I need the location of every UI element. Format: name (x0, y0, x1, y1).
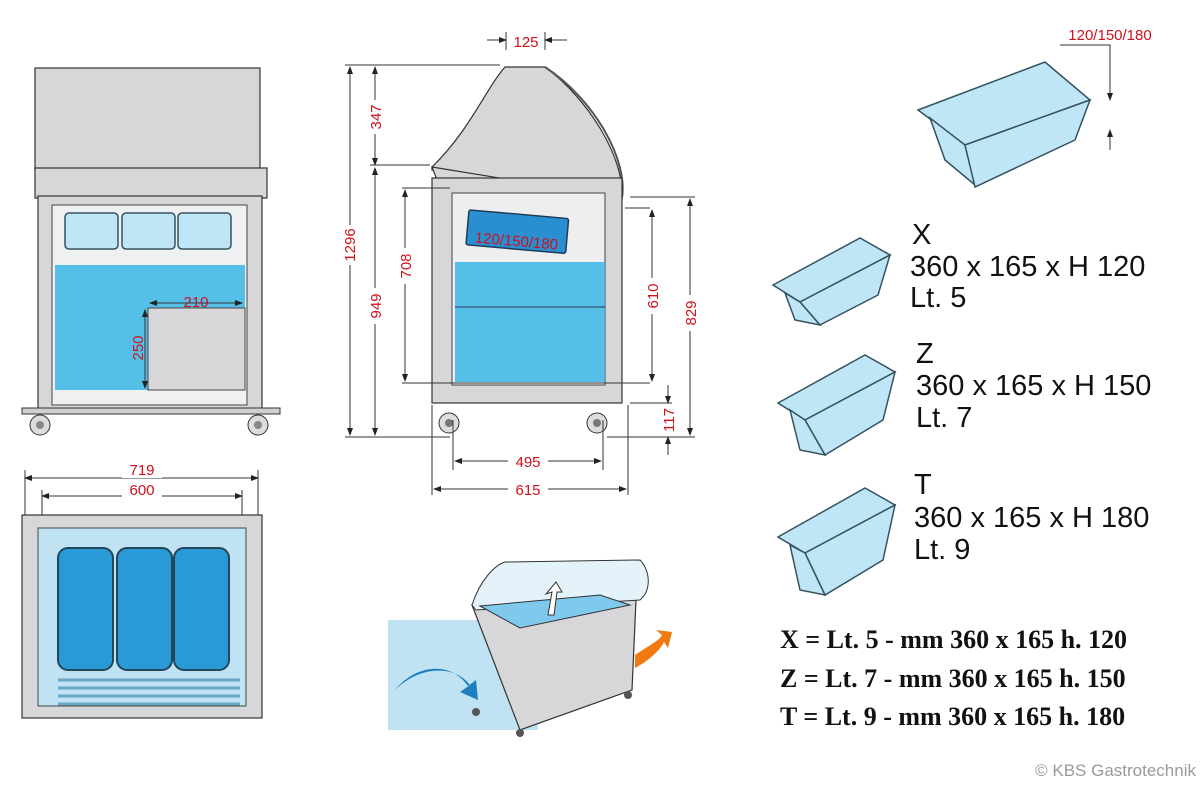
side-dim-total: 1296 (342, 228, 359, 261)
front-dim-height: 250 (130, 335, 147, 360)
side-dim-outer-width: 615 (515, 482, 540, 499)
front-view: 210 250 (21, 67, 281, 436)
pan-x-code: X (912, 219, 931, 251)
pan-z: Z 360 x 165 x H 150 Lt. 7 (776, 338, 1151, 457)
top-dim-inner: 600 (129, 482, 154, 499)
copyright: © KBS Gastrotechnik (1035, 761, 1196, 780)
pan-t-size: 360 x 165 x H 180 (914, 502, 1149, 534)
front-dim-width: 210 (183, 294, 208, 311)
side-view: 120/150/180 125 1296 347 949 708 610 829 (340, 32, 700, 499)
side-dim-top: 125 (513, 34, 538, 51)
legend-z: Z = Lt. 7 - mm 360 x 165 h. 150 (780, 664, 1126, 693)
pan-t-volume: Lt. 9 (914, 534, 970, 566)
pan-t-code: T (914, 469, 932, 501)
top-view: 719 600 (21, 462, 263, 719)
side-dim-lower: 949 (368, 293, 385, 318)
pan-z-size: 360 x 165 x H 150 (916, 370, 1151, 402)
side-dim-canopy: 347 (368, 104, 385, 129)
pan-detail-height-label: 120/150/180 (1068, 27, 1151, 44)
side-dim-inner: 708 (398, 253, 415, 278)
pan-z-volume: Lt. 7 (916, 402, 972, 434)
legend: X = Lt. 5 - mm 360 x 165 h. 120 Z = Lt. … (780, 625, 1127, 731)
perspective-view (388, 559, 672, 737)
pan-detail: 120/150/180 (916, 27, 1152, 189)
pan-x: X 360 x 165 x H 120 Lt. 5 (771, 219, 1145, 327)
side-dim-wheel: 117 (661, 408, 678, 432)
legend-t: T = Lt. 9 - mm 360 x 165 h. 180 (780, 702, 1125, 731)
side-dim-right: 829 (683, 300, 700, 325)
pan-z-code: Z (916, 338, 934, 370)
top-dim-outer: 719 (129, 462, 154, 479)
pan-list: X 360 x 165 x H 120 Lt. 5 Z 360 x 165 x … (771, 219, 1151, 597)
side-dim-tank: 610 (645, 283, 662, 308)
pan-x-volume: Lt. 5 (910, 282, 966, 314)
pan-t: T 360 x 165 x H 180 Lt. 9 (776, 469, 1149, 597)
legend-x: X = Lt. 5 - mm 360 x 165 h. 120 (780, 625, 1127, 654)
side-dim-inner-width: 495 (515, 454, 540, 471)
front-pans (64, 212, 232, 250)
pan-x-size: 360 x 165 x H 120 (910, 251, 1145, 283)
